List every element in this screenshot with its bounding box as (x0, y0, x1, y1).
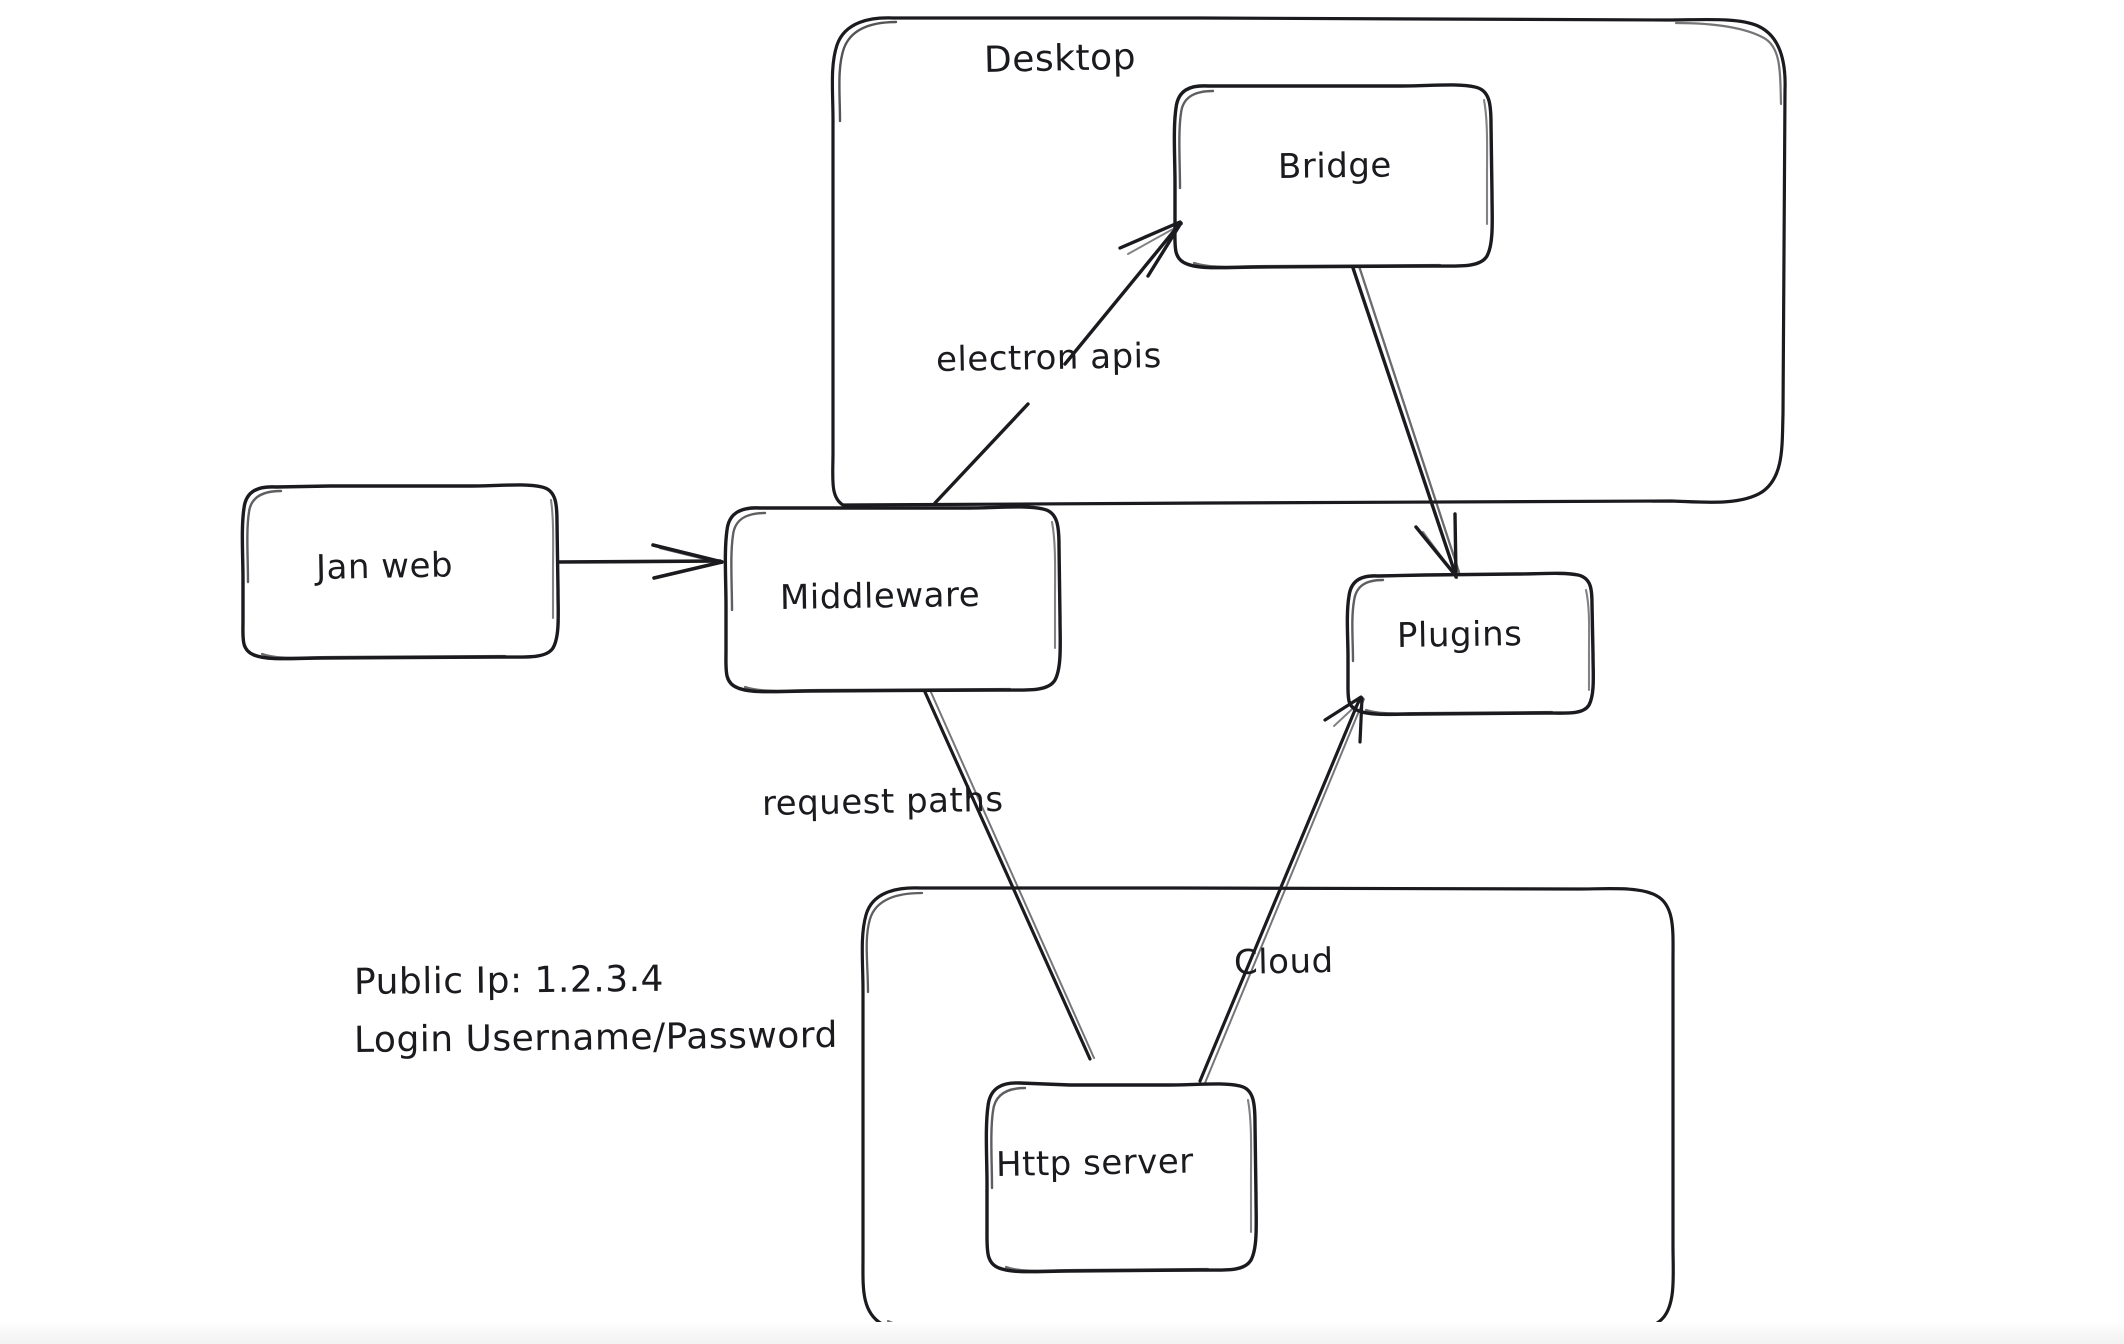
bottom-edge-strip (0, 1322, 2124, 1344)
edge-middleware-to-http-server[interactable] (923, 689, 1095, 1061)
group-container-desktop[interactable] (830, 16, 1787, 507)
node-box-plugins[interactable] (1345, 571, 1596, 717)
edge-bridge-to-plugins[interactable] (1351, 264, 1461, 580)
edge-middleware-to-bridge[interactable] (933, 220, 1183, 505)
group-container-cloud[interactable] (860, 886, 1675, 1334)
node-box-http-server[interactable] (984, 1081, 1258, 1274)
edge-jan-web-to-middleware[interactable] (556, 543, 724, 580)
edge-http-server-to-plugins[interactable] (1198, 695, 1365, 1084)
node-box-jan-web[interactable] (240, 483, 560, 661)
node-box-bridge[interactable] (1172, 83, 1494, 270)
node-box-middleware[interactable] (723, 505, 1062, 694)
